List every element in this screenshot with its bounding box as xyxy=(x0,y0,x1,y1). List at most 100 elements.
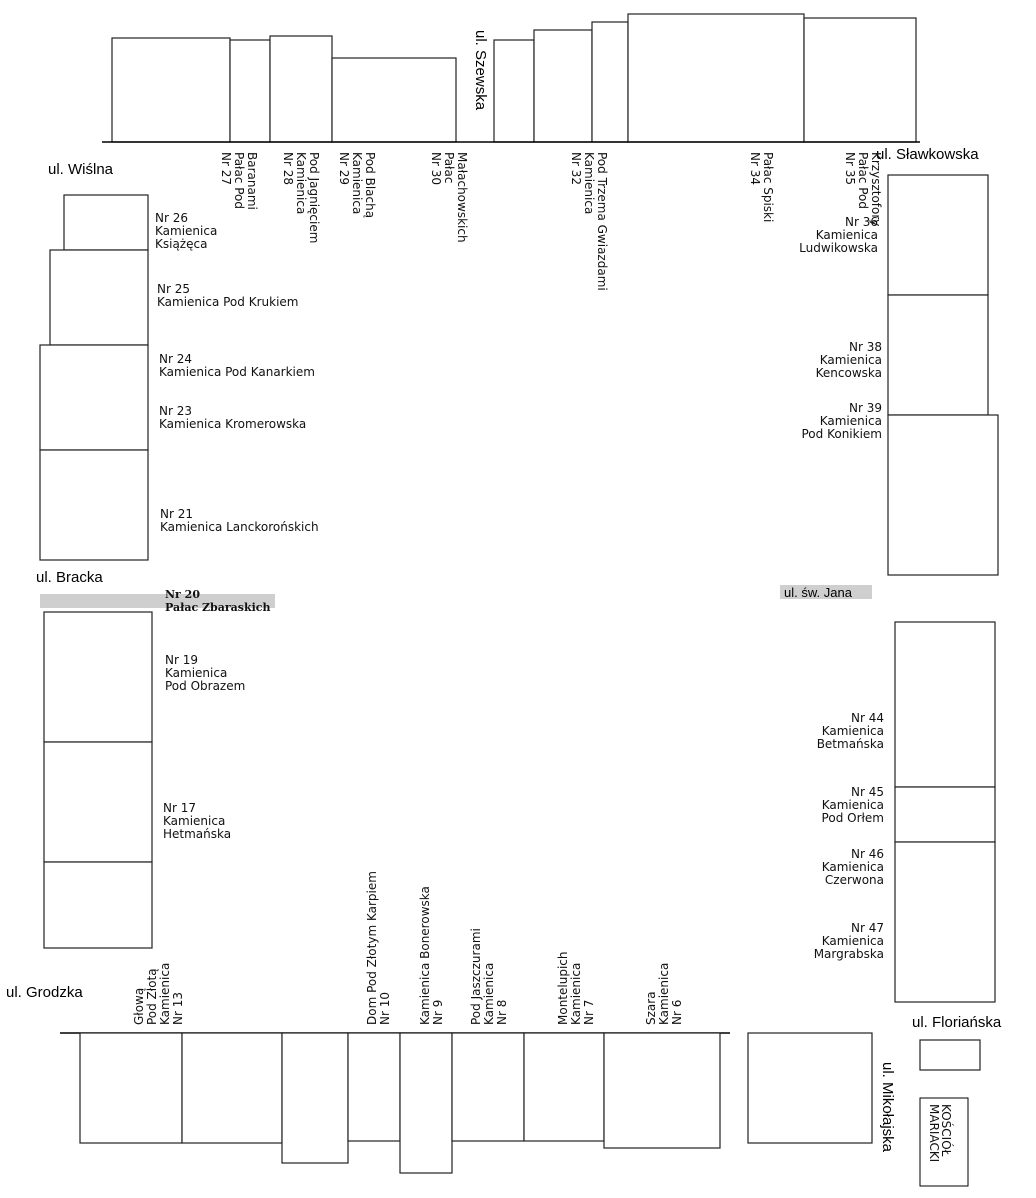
church-label-1: KOŚCIÓŁ xyxy=(939,1104,954,1157)
label-line: Nr 26 xyxy=(155,211,188,225)
buildings-bottom xyxy=(60,1032,873,1174)
label-line: Nr 10 xyxy=(378,992,392,1025)
buildings-top xyxy=(102,13,920,143)
label-line: Kamienica xyxy=(569,963,583,1025)
label-line: Nr 46 xyxy=(851,847,884,861)
label-line: Pałac Pod xyxy=(232,152,246,209)
label-line: Nr 27 xyxy=(219,152,233,185)
street-florianska: ul. Floriańska xyxy=(912,1014,1002,1031)
label-line: Nr 7 xyxy=(582,1000,596,1025)
label-line: Krzysztofory xyxy=(869,152,883,226)
label-line: Betmańska xyxy=(817,737,884,751)
label-line: Pałac Pod xyxy=(856,152,870,209)
label-line: Nr 25 xyxy=(157,282,190,296)
label-line: Ludwikowska xyxy=(799,241,878,255)
label-line: Kamienica xyxy=(820,414,882,428)
label-line: Kamienica xyxy=(822,798,884,812)
label-line: Nr 8 xyxy=(495,1000,509,1025)
label-line: Nr 36 xyxy=(845,215,878,229)
label-line: Margrabska xyxy=(814,947,884,961)
label-line: Kamienica xyxy=(816,228,878,242)
street-sw-jana: ul. św. Jana xyxy=(784,585,853,600)
label-line: Pod Jagnięciem xyxy=(307,152,321,243)
label-line: Kamienica Pod Krukiem xyxy=(157,295,298,309)
street-mikolajska: ul. Mikołajska xyxy=(879,1062,896,1153)
label-line: Kamienica xyxy=(822,934,884,948)
label-line: Pod Orłem xyxy=(822,811,884,825)
street-bracka: ul. Bracka xyxy=(36,569,103,586)
label-line: Pałac Zbaraskich xyxy=(165,601,270,614)
street-szewska: ul. Szewska xyxy=(472,30,489,111)
label-line: Nr 6 xyxy=(670,1000,684,1025)
label-line: Pod Jaszczurami xyxy=(469,928,483,1025)
label-line: Nr 29 xyxy=(337,152,351,185)
label-line: Nr 9 xyxy=(431,1000,445,1025)
label-line: Pod Trzema Gwiazdami xyxy=(595,152,609,291)
label-line: Kamienica Pod Kanarkiem xyxy=(159,365,315,379)
label-line: Nr 23 xyxy=(159,404,192,418)
label-line: Nr 20 xyxy=(165,588,200,601)
label-line: Nr 28 xyxy=(281,152,295,185)
label-line: Nr 24 xyxy=(159,352,192,366)
label-line: Głową xyxy=(132,988,146,1025)
label-line: Kamienica xyxy=(155,224,217,238)
label-line: Nr 47 xyxy=(851,921,884,935)
label-line: Nr 44 xyxy=(851,711,884,725)
buildings-left xyxy=(39,194,275,949)
label-line: Pałac Spiski xyxy=(761,152,775,222)
label-line: Nr 35 xyxy=(843,152,857,185)
label-line: Małachowskich xyxy=(455,152,469,243)
label-line: Nr 19 xyxy=(165,653,198,667)
label-line: Nr 21 xyxy=(160,507,193,521)
label-line: Kamienica xyxy=(158,963,172,1025)
label-line: Kamienica xyxy=(657,963,671,1025)
label-line: Kamienica Lanckorońskich xyxy=(160,520,319,534)
label-line: Nr 13 xyxy=(171,992,185,1025)
label-line: Kamienica xyxy=(294,152,308,214)
label-line: Kamienica xyxy=(820,353,882,367)
label-line: Kamienica xyxy=(822,724,884,738)
label-line: Kamienica xyxy=(165,666,227,680)
street-wislna: ul. Wiślna xyxy=(48,161,114,178)
label-line: Nr 45 xyxy=(851,785,884,799)
label-line: Nr 39 xyxy=(849,401,882,415)
label-line: Nr 17 xyxy=(163,801,196,815)
label-line: Pod Konikiem xyxy=(802,427,883,441)
label-line: Kamienica xyxy=(582,152,596,214)
label-line: Baranami xyxy=(245,152,259,210)
label-line: Pałac xyxy=(442,152,456,183)
label-line: Szara xyxy=(644,991,658,1025)
label-line: Kamienica xyxy=(482,963,496,1025)
street-slawkowska: ul. Sławkowska xyxy=(876,146,979,163)
church-label-2: MARIACKI xyxy=(927,1104,941,1162)
label-line: Nr 38 xyxy=(849,340,882,354)
church-mariacki: KOŚCIÓŁ MARIACKI xyxy=(919,1097,969,1187)
label-line: Nr 34 xyxy=(748,152,762,185)
buildings-right xyxy=(780,174,999,1071)
label-line: Kamienica xyxy=(822,860,884,874)
label-line: Kamienica xyxy=(163,814,225,828)
label-line: Kamienica Kromerowska xyxy=(159,417,306,431)
